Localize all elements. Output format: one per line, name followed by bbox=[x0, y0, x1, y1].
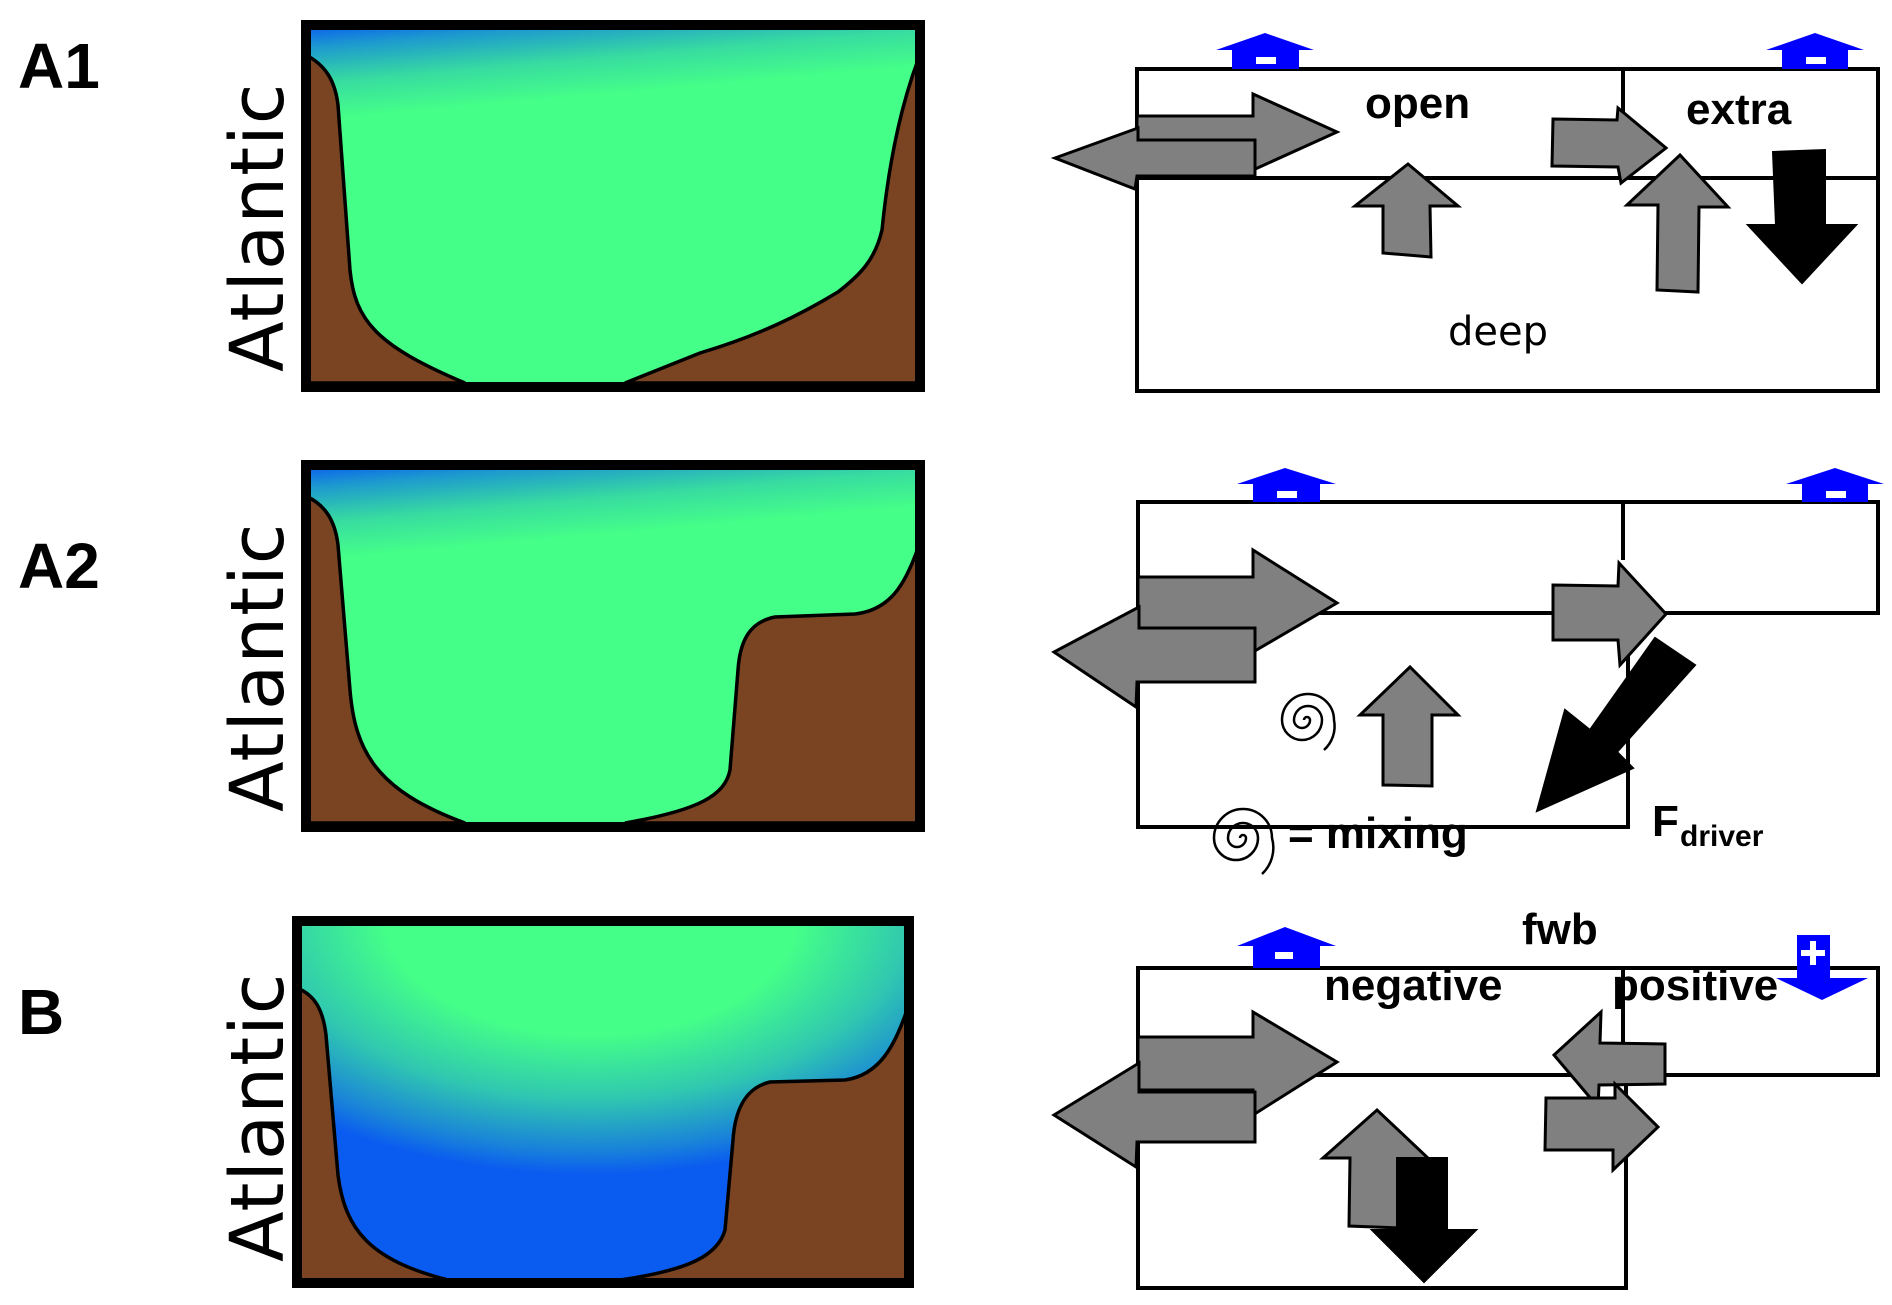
panel-b: B Atlantic negative fwb bbox=[18, 905, 1880, 1290]
land-left-b bbox=[295, 985, 449, 1282]
ocean-label-a2: Atlantic bbox=[215, 523, 301, 812]
mixing-legend-text: = mixing bbox=[1288, 809, 1468, 858]
ocean-label-a1: Atlantic bbox=[215, 83, 301, 372]
inflow-arrow-b bbox=[1136, 1009, 1340, 1118]
outflow-arrow-a1 bbox=[1050, 125, 1257, 192]
basin-cross-section-a2 bbox=[301, 460, 925, 832]
box-model-a1: open extra deep bbox=[1050, 33, 1880, 393]
freshwater-flux-arrow-extra-a2 bbox=[1786, 468, 1884, 502]
box-model-a2: = mixing F driver bbox=[1051, 468, 1884, 875]
panel-label-b: B bbox=[18, 976, 64, 1048]
basin-cross-section-a1 bbox=[301, 20, 925, 392]
return-flow-arrow-b bbox=[1551, 1008, 1667, 1111]
freshwater-flux-arrow-open-a2 bbox=[1237, 468, 1336, 502]
extra-box-label: extra bbox=[1686, 85, 1792, 134]
driver-label-main: F bbox=[1652, 797, 1679, 846]
basin-cross-section-b bbox=[292, 916, 914, 1288]
outflow-arrow-b bbox=[1051, 1060, 1257, 1170]
driver-arrow-a2 bbox=[1535, 636, 1697, 813]
ocean-label-b: Atlantic bbox=[215, 973, 301, 1262]
box-model-b: negative fwb positive bbox=[1051, 905, 1880, 1290]
panel-a1: A1 Atlantic open extra deep bbox=[18, 20, 1880, 393]
mixing-spiral-interface-a2 bbox=[1280, 692, 1336, 751]
freshwater-flux-arrow-positive-b bbox=[1776, 935, 1868, 1000]
panel-a2: A2 Atlantic bbox=[18, 460, 1884, 875]
basin-frame-a1 bbox=[301, 20, 925, 392]
open-box-label: open bbox=[1365, 79, 1470, 128]
outflow-arrow-a2 bbox=[1051, 604, 1257, 710]
land-right-a2 bbox=[624, 547, 920, 825]
freshwater-flux-arrow-open-a1 bbox=[1216, 33, 1314, 69]
open-to-extra-arrow-b bbox=[1543, 1080, 1661, 1174]
open-to-extra-arrow-a2 bbox=[1551, 559, 1669, 669]
fwb-superscript: fwb bbox=[1522, 905, 1598, 954]
upwelling-arrow-a2 bbox=[1356, 664, 1462, 788]
spiral-icon bbox=[1280, 692, 1336, 751]
land-right-a1 bbox=[624, 59, 920, 385]
land-left-a2 bbox=[304, 493, 466, 825]
minus-sign-icon bbox=[1806, 57, 1826, 64]
open-to-extra-arrow-a1 bbox=[1550, 105, 1669, 186]
sinking-arrow-b bbox=[1369, 1157, 1479, 1284]
spiral-icon bbox=[1212, 807, 1275, 875]
upwelling-arrow-open-a1 bbox=[1350, 162, 1463, 259]
basin-frame-b bbox=[292, 916, 914, 1288]
minus-sign-icon bbox=[1826, 491, 1846, 498]
fwb-label-b: negative fwb positive bbox=[1324, 905, 1778, 1010]
driver-label-subscript: driver bbox=[1680, 820, 1764, 853]
positive-label: positive bbox=[1612, 961, 1778, 1010]
driver-label-a2: F driver bbox=[1652, 797, 1764, 853]
upwelling-arrow-extra-a1 bbox=[1623, 152, 1732, 294]
freshwater-flux-arrow-negative-b bbox=[1237, 927, 1336, 968]
panel-label-a2: A2 bbox=[18, 530, 100, 602]
sinking-arrow-extra-a1 bbox=[1745, 148, 1859, 285]
land-left-a1 bbox=[304, 52, 466, 385]
minus-sign-icon bbox=[1277, 491, 1297, 498]
negative-label: negative bbox=[1324, 961, 1503, 1010]
minus-sign-icon bbox=[1256, 57, 1276, 64]
land-right-b bbox=[619, 1009, 909, 1282]
basin-frame-a2 bbox=[301, 460, 925, 832]
minus-sign-icon bbox=[1275, 952, 1293, 959]
freshwater-flux-arrow-extra-a1 bbox=[1766, 33, 1864, 69]
mixing-legend-a2: = mixing bbox=[1212, 807, 1468, 875]
panel-label-a1: A1 bbox=[18, 30, 100, 102]
deep-box-label: deep bbox=[1448, 309, 1548, 355]
